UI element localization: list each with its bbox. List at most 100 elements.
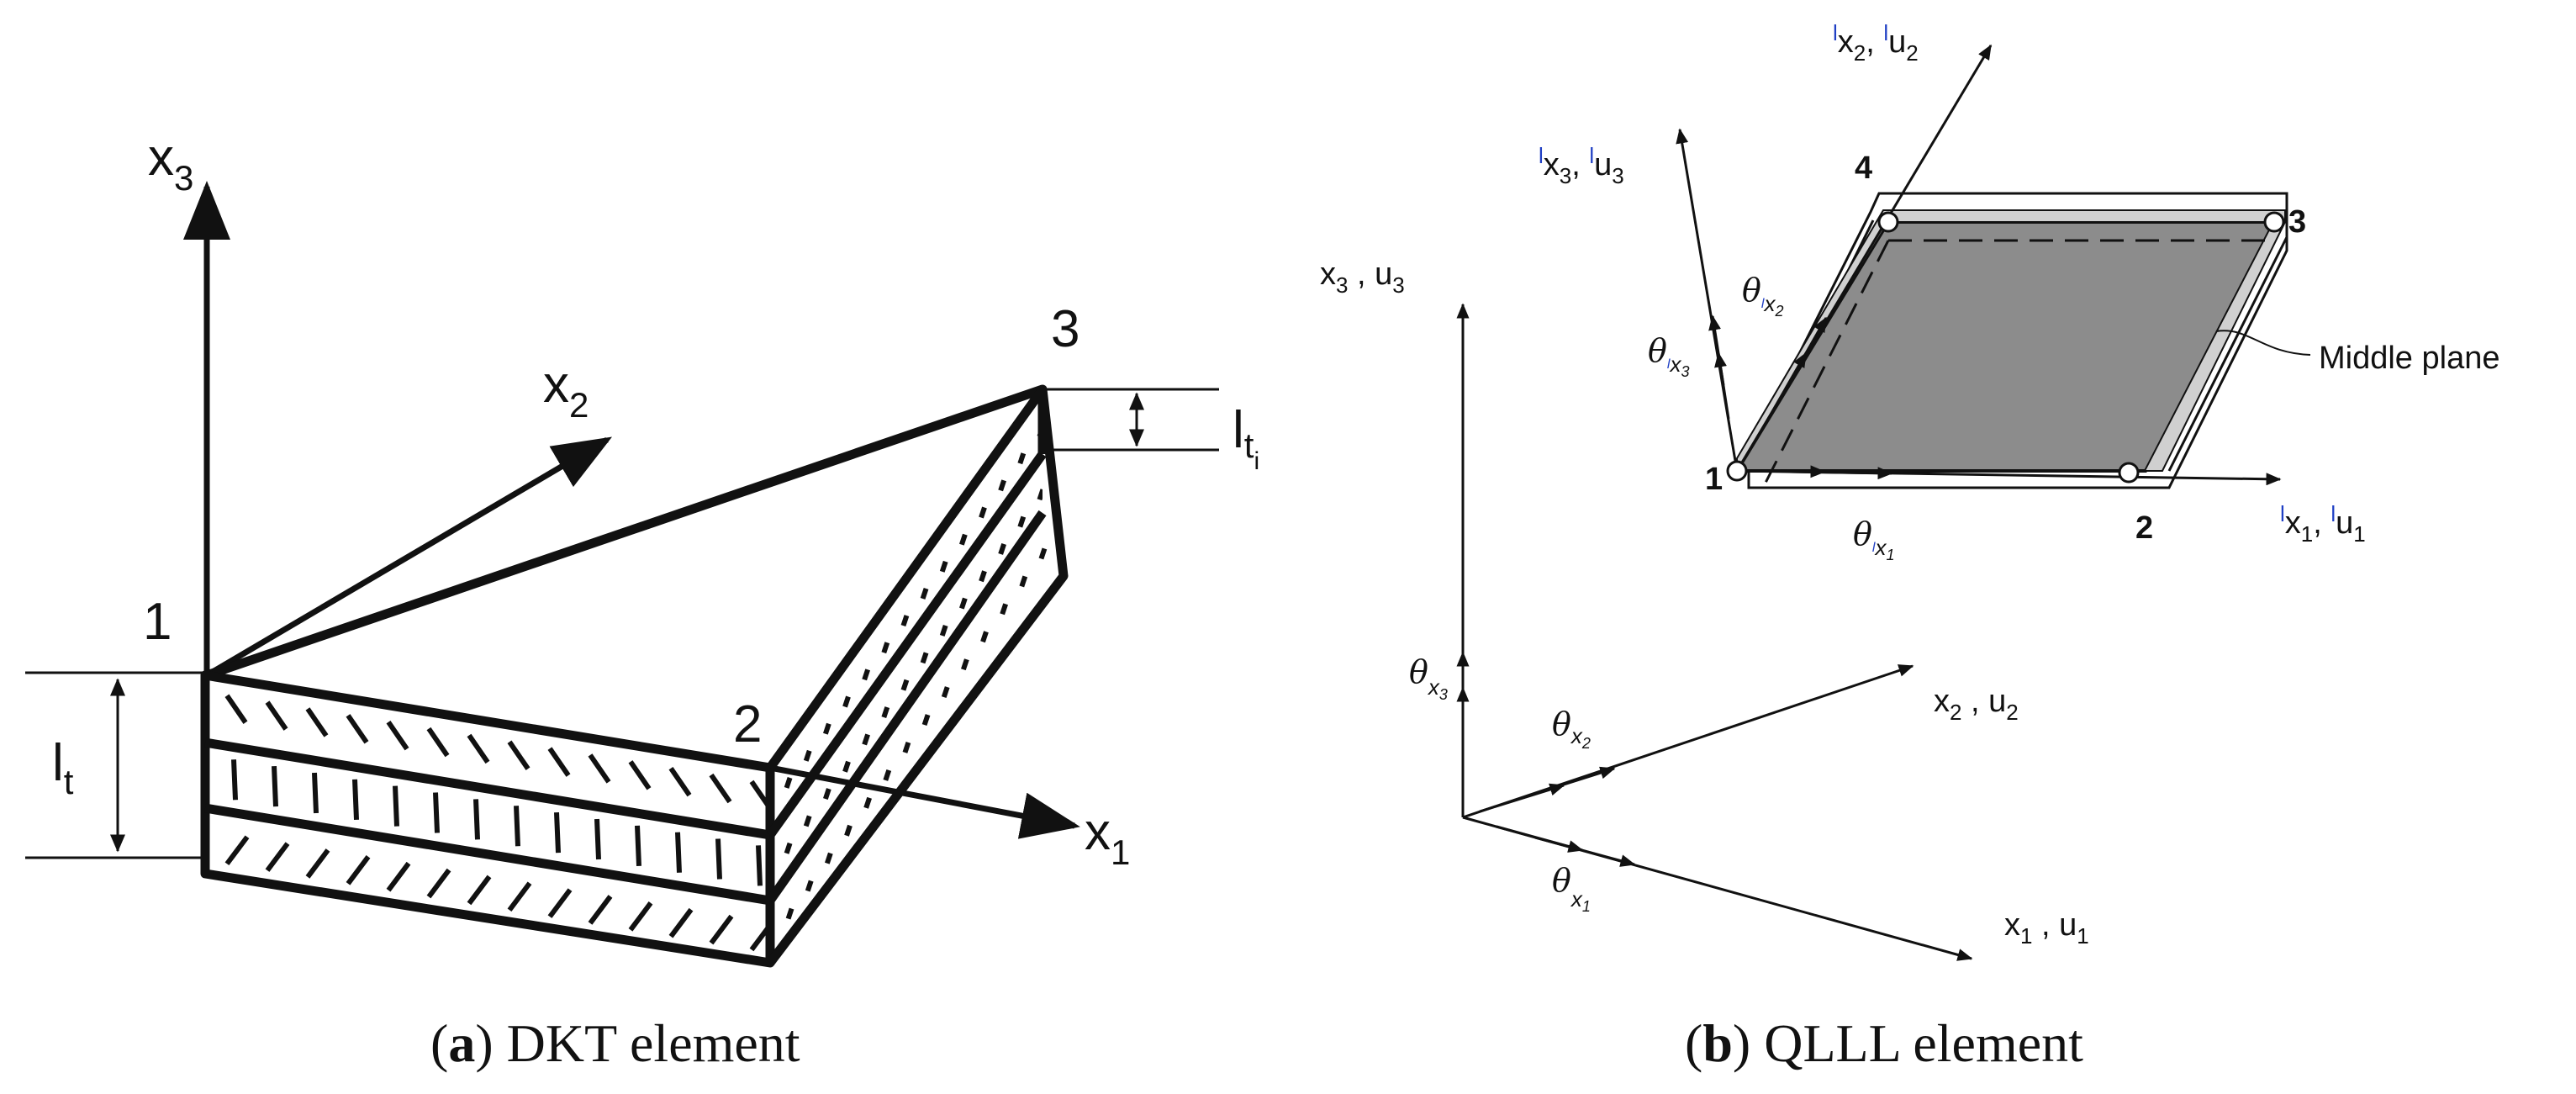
hatch-stroke	[959, 597, 968, 610]
theta-lx1-label: θlx1	[1853, 515, 1894, 563]
global-x3-label: x3 , u3	[1320, 256, 1405, 298]
hatch-stroke	[941, 686, 950, 699]
theta-lx2-label: θlx2	[1742, 272, 1783, 320]
theta-lx3-label: θlx3	[1648, 332, 1689, 380]
hatch-stroke	[426, 868, 451, 899]
panel-b-qlll: 1 2 3 4 Middle plane x3 , u3 x2 , u2 x1 …	[1320, 20, 2499, 1073]
hatch-stroke	[881, 642, 890, 654]
local-x2-label: lx2, lu2	[1833, 20, 1919, 66]
hatch-stroke	[939, 625, 948, 637]
hatch-stroke	[628, 901, 653, 932]
label-x3: x3	[148, 129, 193, 198]
label-lti: lti	[1233, 401, 1259, 475]
hatch-stroke	[668, 766, 692, 797]
hatch-stroke	[628, 760, 652, 790]
global-axes	[1456, 303, 1973, 961]
hatch-stroke	[921, 714, 931, 726]
label-x1: x1	[1085, 803, 1130, 872]
hatch-stroke	[507, 740, 531, 770]
hatch-stroke	[346, 714, 369, 744]
hatch-stroke	[803, 749, 812, 762]
hatch-stroke	[265, 700, 288, 731]
hatch-stroke	[265, 842, 290, 872]
hatch-stroke	[224, 835, 250, 866]
hatch-stroke	[635, 825, 641, 866]
hatch-stroke	[862, 669, 870, 681]
caption-a: (a) DKT element	[430, 1013, 800, 1073]
hatch-stroke	[883, 769, 892, 781]
hatch-stroke	[514, 806, 520, 847]
plate-node-1-label: 1	[1705, 462, 1723, 497]
hatch-stroke	[305, 848, 330, 879]
middle-plane-leader	[2215, 330, 2311, 356]
hatch-stroke	[675, 832, 682, 873]
hatch-stroke	[433, 792, 440, 833]
local-x1-label: lx1, lu1	[2280, 501, 2366, 547]
hatch-stroke	[1019, 575, 1028, 588]
plate-node-3-label: 3	[2288, 204, 2306, 240]
hatch-stroke	[959, 533, 968, 546]
plate-nodes	[1726, 211, 2285, 484]
panel-a-dkt: x3 x2 x1 1 2 3 lt lti (a) DKT element	[25, 129, 1259, 1073]
hatch-stroke	[346, 855, 371, 885]
hatch-stroke	[920, 652, 929, 664]
hatch-stroke	[668, 907, 694, 938]
node-4-marker	[1877, 211, 1899, 233]
theta-x1-label: θx1	[1552, 862, 1591, 915]
hatch-stroke	[784, 842, 793, 854]
hatch-stroke	[825, 852, 833, 864]
local-axis-x3	[1676, 128, 1739, 472]
hatch-stroke	[305, 707, 329, 737]
dkt-element-outline	[200, 384, 1069, 968]
hatch-stroke	[594, 818, 601, 860]
hatch-stroke	[1017, 515, 1027, 528]
local-axes	[1676, 44, 2282, 486]
hatch-stroke	[1037, 489, 1043, 501]
hatch-stroke	[709, 773, 732, 804]
node-3-marker	[2263, 211, 2285, 233]
hatch-stroke	[823, 788, 831, 801]
node-2-marker	[2118, 462, 2140, 484]
node-1-marker	[1726, 460, 1748, 482]
plate-node-4-label: 4	[1855, 151, 1872, 186]
hatch-stroke	[900, 615, 910, 627]
hatch-stroke	[467, 875, 492, 906]
hatch-stroke	[980, 631, 989, 643]
hatch-stroke	[756, 845, 763, 886]
local-x3-label: lx3, lu3	[1539, 143, 1624, 188]
axis-x1	[769, 764, 1080, 839]
hatch-stroke	[224, 694, 248, 724]
layer-hatching	[224, 425, 1048, 952]
hatch-stroke	[823, 722, 831, 735]
hatch-stroke	[844, 824, 853, 837]
hatch-stroke	[979, 506, 987, 519]
hatch-stroke	[998, 542, 1006, 555]
hatch-stroke	[998, 479, 1006, 492]
node-2-label: 2	[733, 695, 762, 753]
hatch-stroke	[1017, 452, 1027, 465]
hatch-stroke	[709, 914, 734, 945]
middle-plane	[1734, 220, 2278, 473]
plate-node-2-label: 2	[2135, 510, 2153, 546]
hatch-stroke	[588, 895, 613, 925]
label-x2: x2	[543, 356, 589, 425]
middle-plane-label: Middle plane	[2319, 341, 2499, 376]
label-lt: lt	[52, 734, 74, 801]
hatch-stroke	[473, 799, 480, 840]
hatch-stroke	[507, 881, 532, 912]
hatch-stroke	[231, 759, 238, 801]
thickness-dimension-total	[25, 671, 205, 859]
hatch-stroke	[900, 679, 910, 691]
thickness-dimension-layer	[1047, 388, 1219, 452]
axis-x2	[205, 436, 613, 679]
hatch-stroke	[393, 785, 399, 827]
hatch-stroke	[881, 706, 890, 718]
theta-x2-label: θx2	[1552, 706, 1591, 752]
hatch-stroke	[902, 742, 911, 753]
node-1-label: 1	[143, 593, 172, 651]
hatch-stroke	[554, 811, 561, 854]
hatch-stroke	[547, 888, 573, 918]
hatch-stroke	[939, 560, 948, 573]
hatch-stroke	[803, 815, 812, 827]
